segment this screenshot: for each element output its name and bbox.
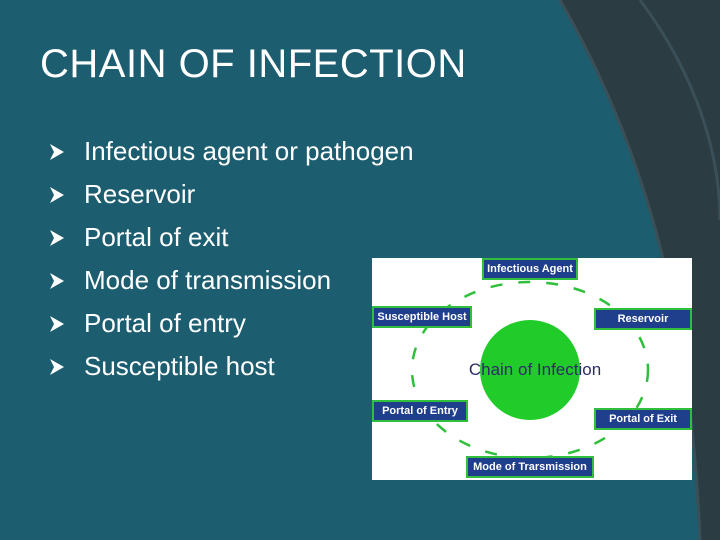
node-reservoir: Reservoir xyxy=(594,308,692,330)
chain-of-infection-diagram: Chain of Infection Infectious Agent Rese… xyxy=(372,258,692,480)
bullet-item: Infectious agent or pathogen xyxy=(50,130,414,173)
arrow-bullet-icon xyxy=(50,186,64,203)
bullet-text: Mode of transmission xyxy=(84,265,332,295)
node-susceptible-host: Susceptible Host xyxy=(372,306,472,328)
bullet-list: Infectious agent or pathogen Reservoir P… xyxy=(50,130,414,388)
arrow-bullet-icon xyxy=(50,315,64,332)
arrow-bullet-icon xyxy=(50,272,64,289)
bullet-text: Susceptible host xyxy=(84,351,275,381)
bullet-text: Portal of entry xyxy=(84,308,246,338)
bullet-text: Infectious agent or pathogen xyxy=(84,136,414,166)
bullet-item: Reservoir xyxy=(50,173,414,216)
node-infectious-agent: Infectious Agent xyxy=(482,258,578,280)
arrow-bullet-icon xyxy=(50,229,64,246)
bullet-text: Portal of exit xyxy=(84,222,229,252)
center-circle xyxy=(480,320,580,420)
bullet-text: Reservoir xyxy=(84,179,196,209)
bullet-item: Mode of transmission xyxy=(50,259,414,302)
cycle-ring xyxy=(410,280,650,460)
diagram-center-label: Chain of Infection xyxy=(468,360,602,379)
bullet-item: Portal of entry xyxy=(50,302,414,345)
bullet-item: Susceptible host xyxy=(50,345,414,388)
node-portal-of-entry: Portal of Entry xyxy=(372,400,468,422)
arrow-bullet-icon xyxy=(50,358,64,375)
node-mode-of-transmission: Mode of Trarsmission xyxy=(466,456,594,478)
slide-title: CHAIN OF INFECTION xyxy=(40,42,467,86)
arrow-bullet-icon xyxy=(50,143,64,160)
node-portal-of-exit: Portal of Exit xyxy=(594,408,692,430)
diagram-graphics xyxy=(410,280,650,460)
bullet-item: Portal of exit xyxy=(50,216,414,259)
